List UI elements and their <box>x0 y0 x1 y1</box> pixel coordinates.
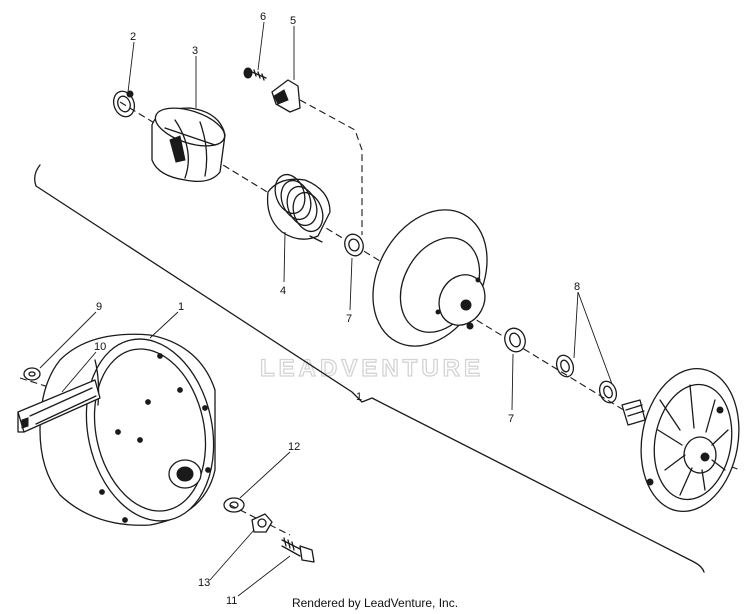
leader-7b <box>511 353 514 411</box>
spider-part-3 <box>151 107 226 183</box>
part-label-6: 6 <box>260 11 266 23</box>
part-label-2: 2 <box>130 31 136 43</box>
leader-13 <box>209 529 255 581</box>
snap-ring-part-2 <box>112 90 136 118</box>
drive-belt-part-10 <box>17 379 101 433</box>
part-label-8: 8 <box>574 281 580 293</box>
washer-part-9 <box>23 367 41 381</box>
drive-pulley-part-1 <box>39 333 216 526</box>
fixed-sheave-with-fins <box>621 367 740 513</box>
leader-11 <box>237 555 291 597</box>
washer-part-8-b <box>598 380 618 404</box>
part-label-11: 11 <box>226 595 237 607</box>
part-label-5: 5 <box>290 15 296 27</box>
leader-7a <box>349 257 353 311</box>
spacer-part-13 <box>251 513 273 533</box>
leader-8 <box>573 291 613 385</box>
part-label-12: 12 <box>288 441 300 453</box>
leader-6 <box>257 21 265 71</box>
washer-part-8-a <box>555 354 575 378</box>
leader-12 <box>239 451 291 499</box>
watermark-text: LEADVENTURE <box>260 355 484 382</box>
axis-line-cam <box>299 99 363 235</box>
part-label-9: 9 <box>96 301 102 313</box>
bracket-part-1 <box>34 164 705 573</box>
axis-line-right <box>699 454 741 471</box>
bolt-part-11 <box>281 537 315 563</box>
part-label-7-upper: 7 <box>346 313 352 325</box>
part-label-1: 1 <box>178 301 184 313</box>
washer-part-12 <box>223 497 245 513</box>
part-label-7-lower: 7 <box>508 413 514 425</box>
leader-4 <box>283 231 286 283</box>
part-label-4: 4 <box>280 285 286 297</box>
spring-part-4 <box>266 173 331 243</box>
leader-2 <box>127 41 135 93</box>
bushing-part-7-upper <box>344 233 364 257</box>
part-label-13: 13 <box>198 577 210 589</box>
footer-credit: Rendered by LeadVenture, Inc. <box>291 596 459 610</box>
screw-part-6 <box>243 67 267 81</box>
leader-9 <box>39 311 97 369</box>
bushing-part-7-lower <box>504 327 526 353</box>
leader-1 <box>149 311 179 339</box>
leader-10 <box>61 351 97 393</box>
movable-sheave <box>372 209 488 347</box>
part-label-1-bracket: 1 <box>356 391 362 403</box>
part-label-3: 3 <box>192 45 198 57</box>
cam-arm-part-5 <box>271 79 301 113</box>
part-label-10: 10 <box>94 341 106 353</box>
